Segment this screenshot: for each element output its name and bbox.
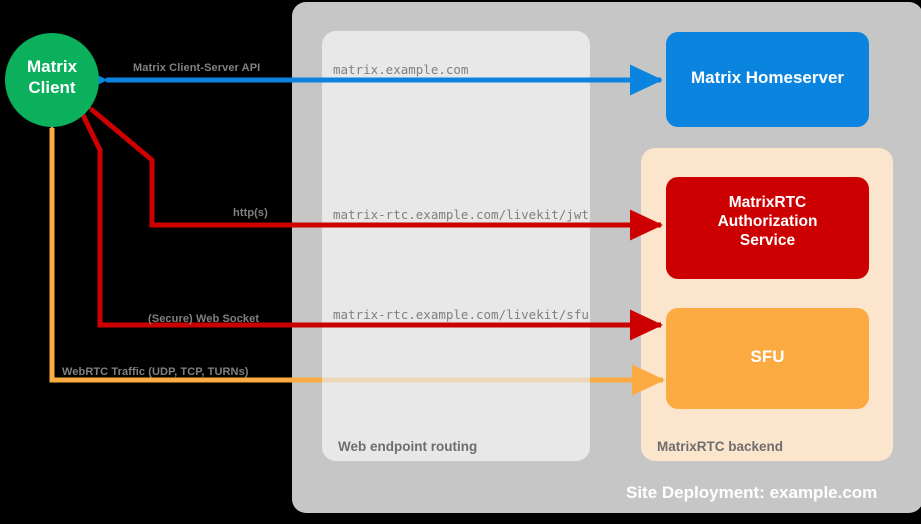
- endpoint-livekit-jwt: matrix-rtc.example.com/livekit/jwt: [333, 207, 589, 222]
- node-matrix-client: [5, 33, 99, 127]
- site-deployment-label: Site Deployment: example.com: [626, 483, 878, 502]
- node-sfu-label: SFU: [750, 347, 785, 366]
- node-matrixrtc-authorization-service: [666, 177, 869, 279]
- web-endpoint-routing-label: Web endpoint routing: [338, 439, 478, 454]
- edge-client-server-api-label: Matrix Client-Server API: [133, 62, 261, 74]
- node-matrix-homeserver: [666, 32, 869, 127]
- edge-webrtc-traffic-label: WebRTC Traffic (UDP, TCP, TURNs): [62, 366, 249, 378]
- web-endpoint-routing-overlay: [322, 31, 590, 461]
- node-sfu: [666, 308, 869, 409]
- edge-sfu-websocket-label: (Secure) Web Socket: [148, 313, 260, 325]
- endpoint-livekit-sfu: matrix-rtc.example.com/livekit/sfu: [333, 307, 589, 322]
- node-matrix-homeserver-label: Matrix Homeserver: [690, 68, 845, 87]
- node-matrix-client-label: Matrix Client: [26, 57, 78, 97]
- edge-sfu-websocket: [55, 80, 664, 341]
- matrixrtc-backend-label: MatrixRTC backend: [657, 439, 784, 454]
- endpoint-matrix-example-com: matrix.example.com: [333, 62, 469, 77]
- node-matrixrtc-authorization-service-label: MatrixRTC Authorization Service: [717, 194, 818, 249]
- edge-jwt-http-label: http(s): [233, 207, 268, 219]
